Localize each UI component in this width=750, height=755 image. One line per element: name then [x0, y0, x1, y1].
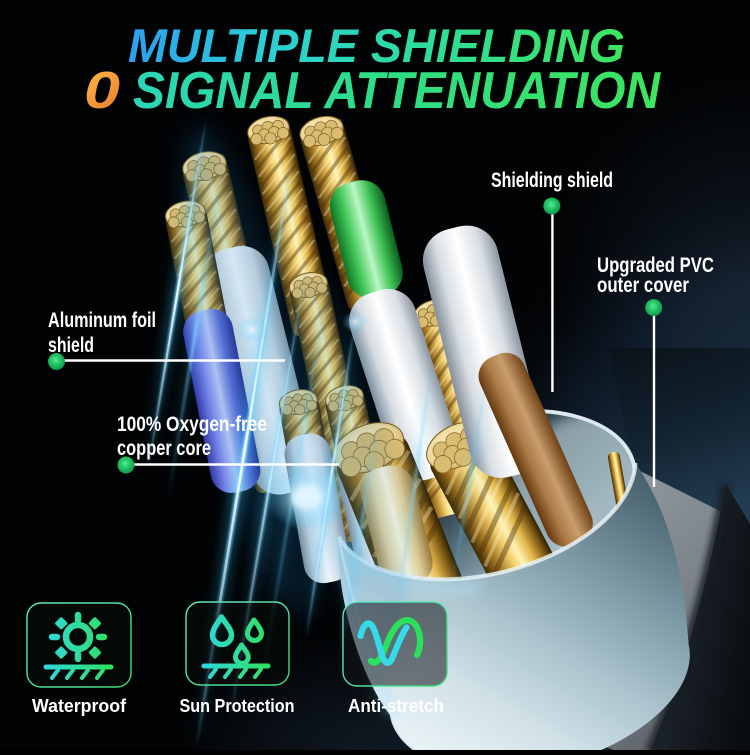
svg-text:Waterproof: Waterproof: [32, 696, 127, 716]
svg-text:100% Oxygen-free: 100% Oxygen-free: [117, 413, 267, 436]
svg-text:Upgraded PVC: Upgraded PVC: [597, 254, 714, 277]
svg-text:copper core: copper core: [117, 437, 211, 460]
svg-text:Aluminum foil: Aluminum foil: [48, 309, 156, 332]
svg-text:SIGNAL ATTENUATION: SIGNAL ATTENUATION: [133, 62, 661, 120]
svg-text:shield: shield: [48, 334, 94, 357]
svg-text:Anti-stretch: Anti-stretch: [348, 696, 444, 716]
svg-text:Shielding shield: Shielding shield: [491, 169, 613, 192]
svg-text:Sun Protection: Sun Protection: [180, 696, 295, 716]
svg-text:outer cover: outer cover: [597, 274, 689, 297]
svg-text:0: 0: [84, 62, 120, 120]
svg-text:MULTIPLE SHIELDING: MULTIPLE SHIELDING: [128, 19, 625, 72]
